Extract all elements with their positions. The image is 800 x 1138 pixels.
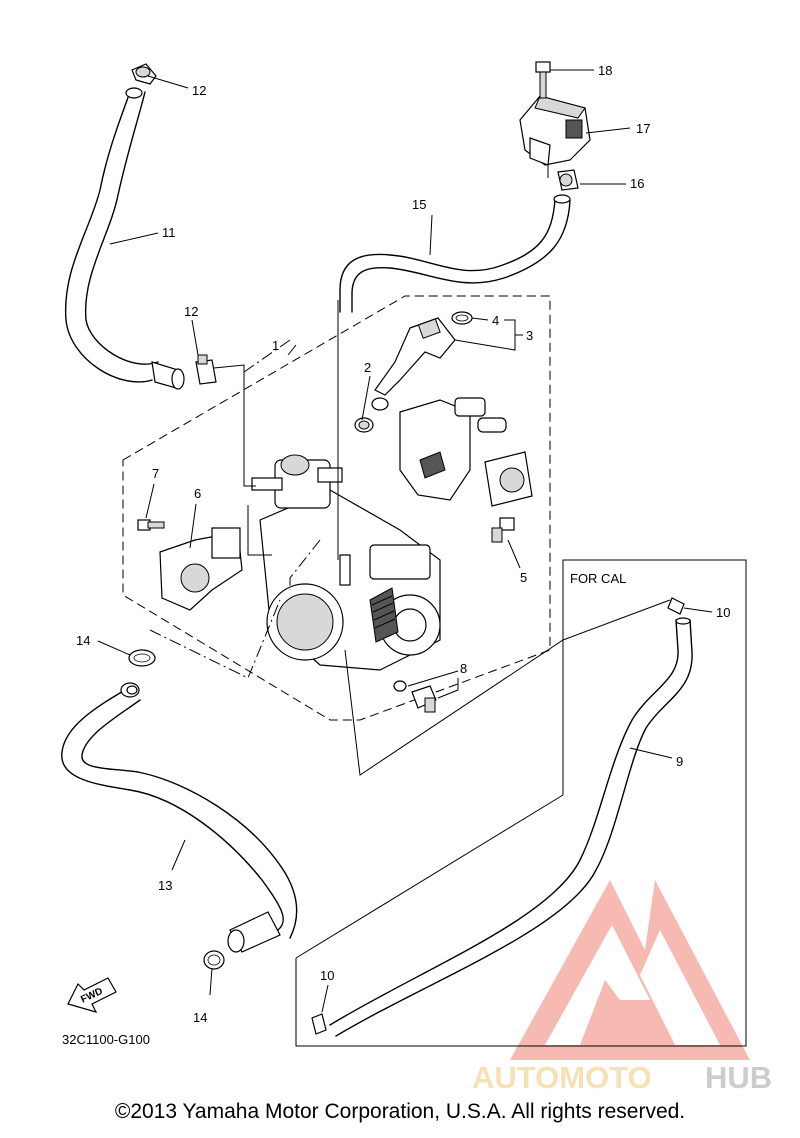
map-sensor-17 <box>519 95 591 178</box>
leader-lines <box>97 69 713 1013</box>
seal-2 <box>354 417 374 433</box>
screw-7 <box>137 519 165 531</box>
clip-10-upper <box>667 597 685 615</box>
screw-8 <box>393 680 437 713</box>
fuel-block <box>399 397 533 507</box>
clamp-14-lower <box>203 950 225 970</box>
callout-10-lower: 10 <box>320 968 334 983</box>
watermark-logo: AUTOMOTO HUB <box>472 880 772 1095</box>
callout-4: 4 <box>492 313 499 328</box>
throttle-body <box>251 454 441 671</box>
for-cal-label: FOR CAL <box>570 571 626 586</box>
callout-9: 9 <box>676 754 683 769</box>
clamp-14-upper <box>128 649 156 667</box>
callout-14-lower: 14 <box>193 1010 207 1025</box>
tps-sensor-6 <box>159 527 243 611</box>
callout-16: 16 <box>630 176 644 191</box>
hose-9 <box>329 617 693 1037</box>
watermark-text-2: HUB <box>705 1060 772 1095</box>
callout-10-upper: 10 <box>716 605 730 620</box>
callout-14-upper: 14 <box>76 633 90 648</box>
bolt-18 <box>535 61 551 99</box>
diagram-code: 32C1100-G100 <box>62 1032 150 1047</box>
injector-3 <box>371 317 456 411</box>
screw-5 <box>491 517 515 543</box>
callout-17: 17 <box>636 121 650 136</box>
callout-5: 5 <box>520 570 527 585</box>
callout-8: 8 <box>460 661 467 676</box>
callout-15: 15 <box>412 197 426 212</box>
watermark-text-1: AUTOMOTO <box>472 1060 652 1095</box>
fwd-arrow-icon: FWD <box>67 977 117 1013</box>
callout-1: 1 <box>272 338 279 353</box>
callout-12-upper: 12 <box>192 83 206 98</box>
hose-13 <box>61 682 298 953</box>
callout-labels: 1 2 3 4 5 6 7 8 9 10 10 11 12 12 13 14 1… <box>76 63 730 1025</box>
callout-18: 18 <box>598 63 612 78</box>
callout-13: 13 <box>158 878 172 893</box>
o-ring-4 <box>451 311 473 325</box>
clip-10-lower <box>311 1013 327 1035</box>
callout-2: 2 <box>364 360 371 375</box>
callout-6: 6 <box>194 486 201 501</box>
clamp-16 <box>557 169 579 191</box>
callout-7: 7 <box>152 466 159 481</box>
assembly-outline <box>122 295 551 721</box>
callout-12-lower: 12 <box>184 304 198 319</box>
callout-11: 11 <box>162 225 176 240</box>
hose-15 <box>339 194 571 313</box>
copyright-notice: ©2013 Yamaha Motor Corporation, U.S.A. A… <box>114 1100 686 1123</box>
clip-12-lower <box>195 354 217 385</box>
hose-11 <box>64 87 185 390</box>
callout-3: 3 <box>526 328 533 343</box>
clip-12-top <box>131 63 157 85</box>
